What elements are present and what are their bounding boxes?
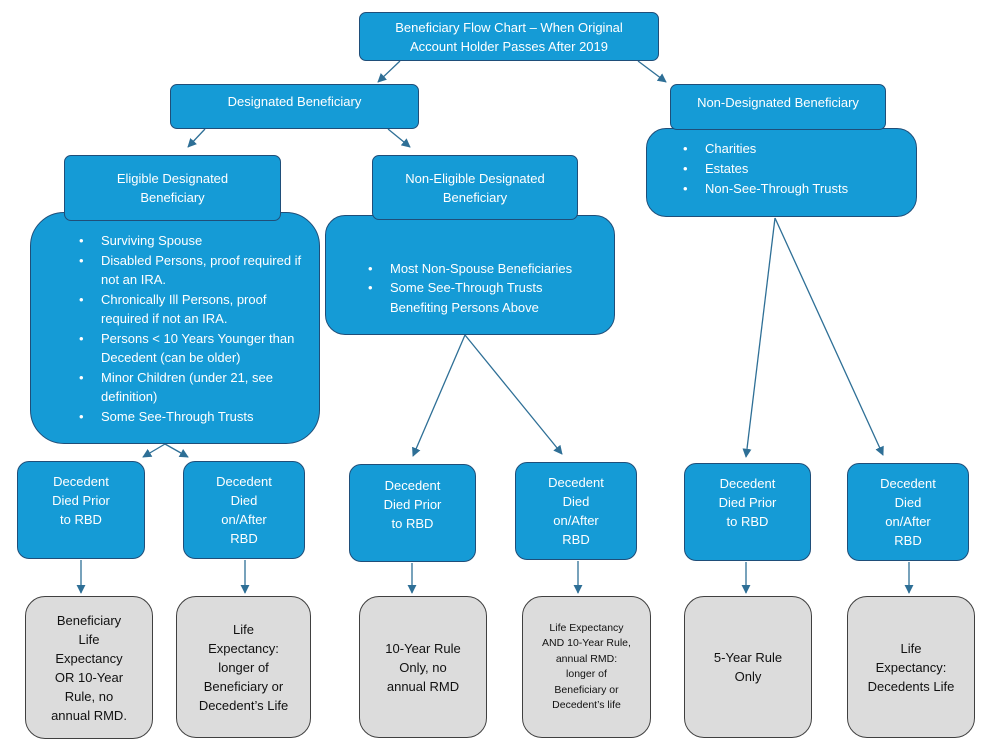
eligible-item-younger-persons: Persons < 10 Years Younger than Decedent…: [79, 329, 305, 368]
non-designated-item-estates: Estates: [683, 159, 848, 179]
non-designated-item-trusts: Non-See-Through Trusts: [683, 179, 848, 199]
eligible-designated-title: Eligible Designated Beneficiary: [116, 171, 229, 205]
outcome-eligible-prior: Beneficiary Life Expectancy OR 10-Year R…: [25, 596, 153, 739]
eligible-after-rbd-box: Decedent Died on/After RBD: [183, 461, 305, 559]
non-eligible-designated-title: Non-Eligible Designated Beneficiary: [405, 170, 545, 205]
arrow-non-designated-to-after: [774, 217, 884, 456]
non-eligible-list: Most Non-Spouse Beneficiaries Some See-T…: [368, 259, 604, 318]
eligible-item-disabled: Disabled Persons, proof required if not …: [79, 251, 305, 290]
non-designated-after-rbd-box: Decedent Died on/After RBD: [847, 463, 969, 561]
outcome-eligible-after: Life Expectancy: longer of Beneficiary o…: [176, 596, 311, 738]
non-eligible-prior-rbd-box: Decedent Died Prior to RBD: [349, 464, 476, 562]
eligible-item-spouse: Surviving Spouse: [79, 231, 305, 251]
outcome-non-eligible-after: Life Expectancy AND 10-Year Rule, annual…: [522, 596, 651, 738]
non-designated-beneficiary-title: Non-Designated Beneficiary: [697, 95, 859, 110]
arrow-eligible-to-prior: [142, 443, 166, 458]
non-designated-prior-rbd-box: Decedent Died Prior to RBD: [684, 463, 811, 561]
arrow-designated-to-eligible: [187, 128, 206, 148]
non-designated-beneficiary-box: Non-Designated Beneficiary: [670, 84, 886, 130]
non-designated-list: Charities Estates Non-See-Through Trusts: [683, 139, 848, 199]
arrow-designated-to-non-eligible: [387, 128, 411, 148]
outcome-non-designated-after: Life Expectancy: Decedents Life: [847, 596, 975, 738]
non-designated-item-charities: Charities: [683, 139, 848, 159]
non-designated-list-box: Charities Estates Non-See-Through Trusts: [646, 128, 917, 217]
non-eligible-designated-box: Non-Eligible Designated Beneficiary: [372, 155, 578, 220]
non-eligible-item-see-through-trusts: Some See-Through Trusts Benefiting Perso…: [368, 278, 604, 317]
non-eligible-list-box: Most Non-Spouse Beneficiaries Some See-T…: [325, 215, 615, 335]
non-eligible-item-non-spouse: Most Non-Spouse Beneficiaries: [368, 259, 604, 279]
arrow-root-to-non-designated: [637, 60, 667, 83]
arrow-eligible-to-after: [164, 443, 189, 458]
non-eligible-after-rbd-box: Decedent Died on/After RBD: [515, 462, 637, 560]
eligible-item-chronically-ill: Chronically Ill Persons, proof required …: [79, 290, 305, 329]
arrow-non-eligible-to-prior: [412, 334, 466, 457]
designated-beneficiary-title: Designated Beneficiary: [227, 94, 362, 109]
arrow-root-to-designated: [377, 60, 401, 83]
eligible-list-box: Surviving Spouse Disabled Persons, proof…: [30, 212, 320, 444]
root-title: Beneficiary Flow Chart – When Original A…: [395, 19, 623, 54]
outcome-non-eligible-prior: 10-Year Rule Only, no annual RMD: [359, 596, 487, 738]
eligible-item-minor-children: Minor Children (under 21, see definition…: [79, 368, 305, 407]
designated-beneficiary-box: Designated Beneficiary: [170, 84, 419, 129]
outcome-non-designated-prior: 5-Year Rule Only: [684, 596, 812, 738]
eligible-prior-rbd-box: Decedent Died Prior to RBD: [17, 461, 145, 559]
eligible-designated-box: Eligible Designated Beneficiary: [64, 155, 281, 221]
arrow-non-designated-to-prior: [742, 217, 776, 458]
arrow-non-eligible-to-after: [464, 334, 563, 455]
eligible-list: Surviving Spouse Disabled Persons, proof…: [79, 231, 305, 426]
root-title-box: Beneficiary Flow Chart – When Original A…: [359, 12, 659, 61]
eligible-item-see-through-trusts: Some See-Through Trusts: [79, 407, 305, 427]
